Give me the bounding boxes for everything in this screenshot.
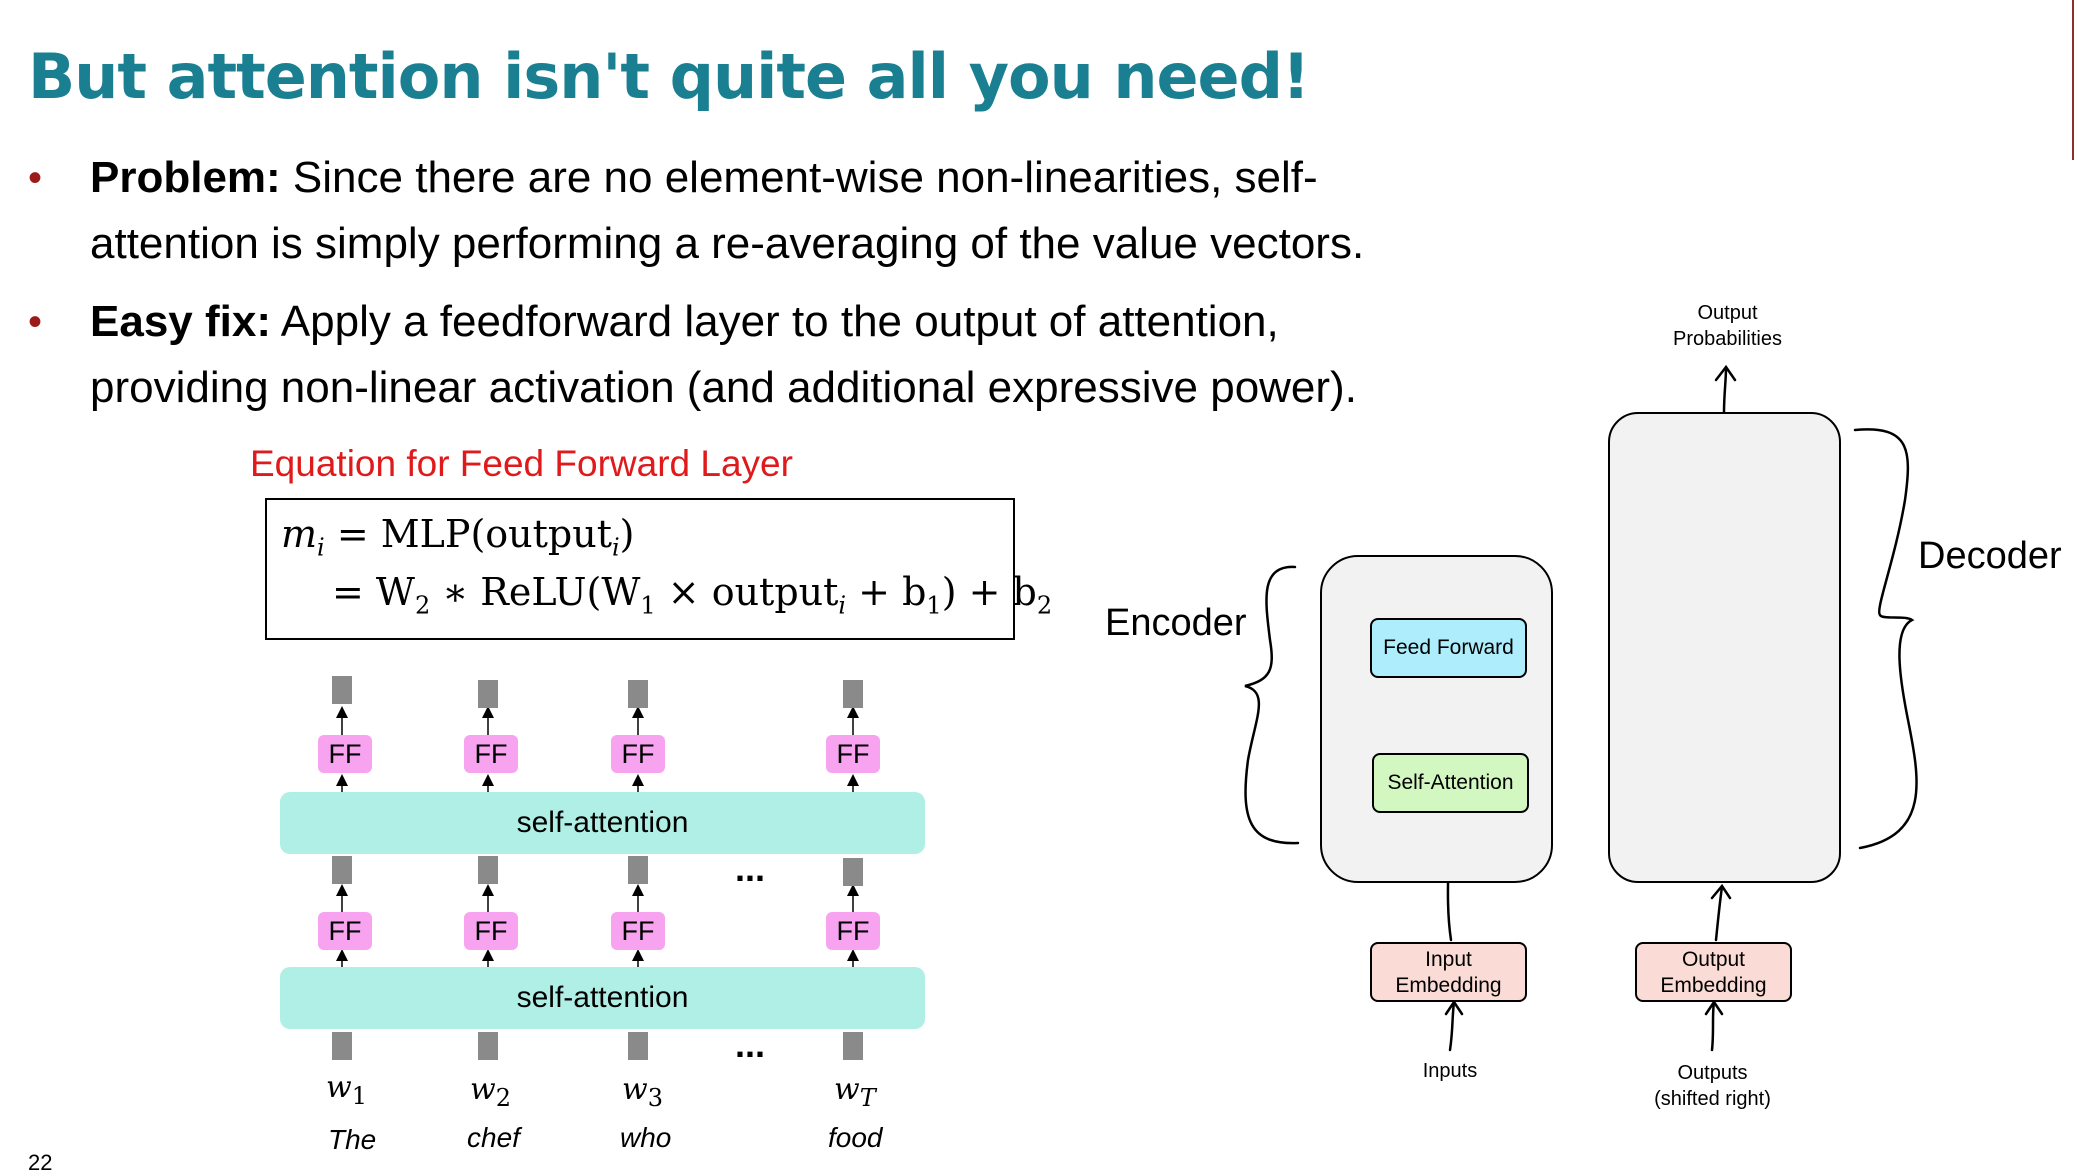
token-hidden [478, 856, 498, 884]
bullet-label: Problem: [90, 153, 281, 202]
ff-box: FF [464, 912, 518, 950]
word-variable: w3 [622, 1072, 663, 1112]
token-output [332, 676, 352, 704]
eq-sub: i [838, 591, 847, 620]
output-embedding-line2: Embedding [1660, 974, 1767, 997]
encoder-block [1320, 555, 1553, 883]
inputs-label: Inputs [1422, 1060, 1478, 1082]
equation-line-2: = W2 ∗ ReLU(W1 × outputi + b1) + b2 [332, 570, 1052, 620]
token-hidden [628, 856, 648, 884]
ff-box: FF [826, 735, 880, 773]
ellipsis: ... [735, 1024, 766, 1065]
decoder-label: Decoder [1918, 535, 2062, 577]
token-input [843, 1032, 863, 1060]
word-variable: w2 [470, 1072, 511, 1112]
token-output [478, 680, 498, 708]
token-output [628, 680, 648, 708]
decoder-block [1608, 412, 1841, 883]
token-hidden [843, 858, 863, 886]
ff-box: FF [464, 735, 518, 773]
eq-sub: 2 [414, 591, 431, 620]
eq-output: × output [655, 570, 839, 614]
page-number: 22 [28, 1150, 53, 1175]
eq-relu: ∗ ReLU(W [430, 570, 641, 614]
token-output [843, 680, 863, 708]
eq-b1: + b [846, 570, 927, 614]
eq-sub: 1 [926, 591, 942, 620]
word-variable: wT [834, 1072, 876, 1112]
token-input [332, 1032, 352, 1060]
ff-box: FF [826, 912, 880, 950]
eq-sub: i [611, 533, 620, 562]
equation-line-1: mi = MLP(outputi) [281, 512, 635, 562]
bullet-text: Problem: Since there are no element-wise… [90, 145, 1650, 277]
eq-sub: i [317, 533, 325, 562]
bullet-text: Easy fix: Apply a feedforward layer to t… [90, 289, 1650, 421]
ff-box: FF [318, 735, 372, 773]
outputs-label: Outputs(shifted right) [1654, 1062, 1771, 1110]
word: food [828, 1122, 883, 1153]
output-embedding-block: Output Embedding [1635, 942, 1792, 1002]
ellipsis: ... [735, 848, 766, 889]
bullet-line2: providing non-linear activation (and add… [90, 363, 1357, 412]
self-attention-bar: self-attention [280, 792, 925, 854]
eq-sub: 2 [1036, 591, 1053, 620]
equation-box: mi = MLP(outputi) = W2 ∗ ReLU(W1 × outpu… [265, 498, 1052, 640]
ff-box: FF [318, 912, 372, 950]
bullet-label: Easy fix: [90, 297, 271, 346]
encoder-label: Encoder [1105, 602, 1247, 644]
slide-title: But attention isn't quite all you need! [28, 40, 1310, 113]
token-input [478, 1032, 498, 1060]
output-embedding-line1: Output [1681, 948, 1746, 971]
ff-box: FF [611, 735, 665, 773]
input-embedding-line1: Input [1425, 948, 1472, 971]
equation-label: Equation for Feed Forward Layer [250, 443, 793, 484]
eq-m: m [281, 512, 318, 556]
bullet-dot-icon: • [28, 300, 43, 344]
token-input [628, 1032, 648, 1060]
input-embedding-line2: Embedding [1395, 974, 1502, 997]
input-embedding-block: Input Embedding [1370, 942, 1527, 1002]
word: The [328, 1124, 377, 1155]
edge-accent-line [2072, 0, 2074, 160]
self-attention-block: Self-Attention [1372, 753, 1529, 813]
eq-mlp: = MLP(output [336, 512, 612, 556]
eq-sub: 1 [640, 591, 656, 620]
feed-forward-block: Feed Forward [1370, 618, 1527, 678]
bullet-line1: Since there are no element-wise non-line… [280, 153, 1318, 202]
bullet-line1: Apply a feedforward layer to the output … [270, 297, 1279, 346]
eq-w2: = W [332, 570, 415, 614]
self-attention-bar: self-attention [280, 967, 925, 1029]
word-variable: w1 [326, 1070, 367, 1110]
eq-b2: ) + b [941, 570, 1037, 614]
token-hidden [332, 856, 352, 884]
word: chef [467, 1122, 520, 1153]
word: who [620, 1122, 672, 1153]
bullet-dot-icon: • [28, 156, 43, 200]
bullet-line2: attention is simply performing a re-aver… [90, 219, 1365, 268]
ff-box: FF [611, 912, 665, 950]
